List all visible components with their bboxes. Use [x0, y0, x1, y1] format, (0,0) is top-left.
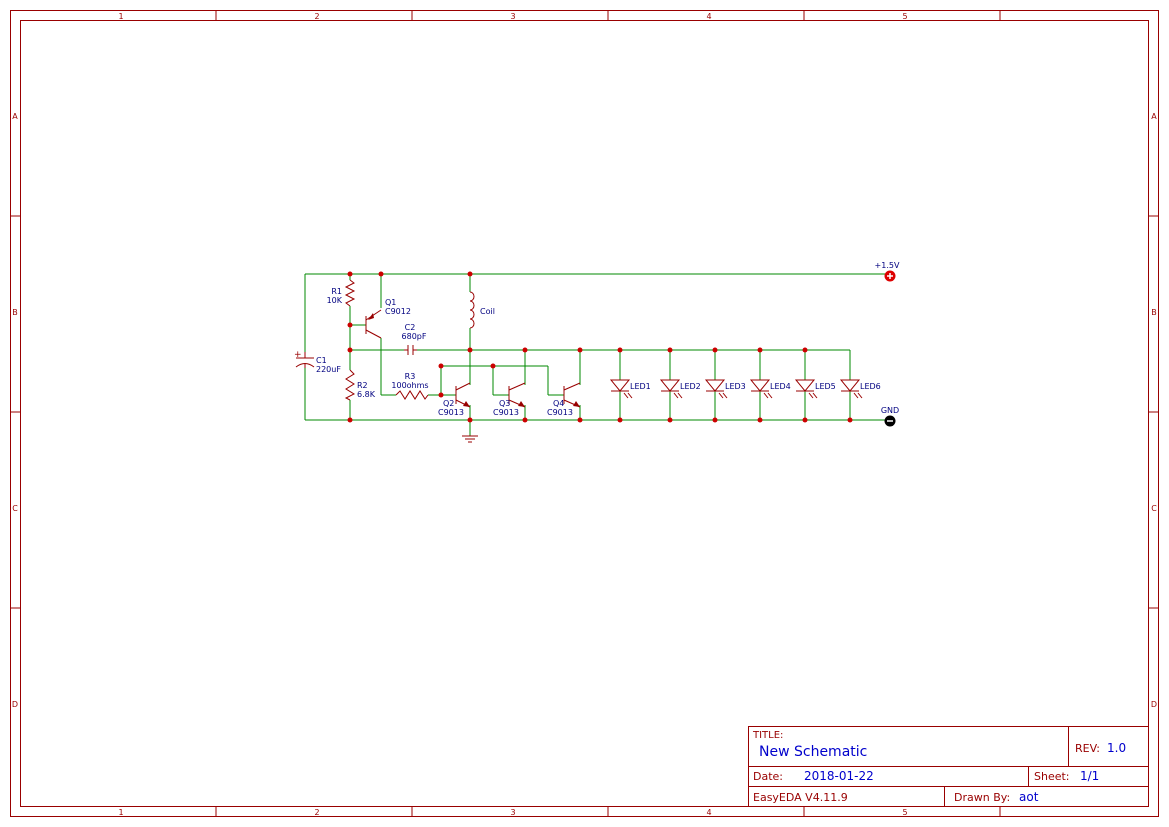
- row-label: D: [12, 700, 18, 709]
- row-label: B: [12, 308, 18, 317]
- transistor-q4: [563, 382, 581, 408]
- resistor-r2: [344, 369, 356, 401]
- ground-symbol: [462, 435, 478, 443]
- led-4: [749, 379, 773, 399]
- resistor-r3: [395, 390, 429, 400]
- column-label: 3: [510, 12, 515, 21]
- column-label: 2: [314, 808, 319, 817]
- transistor-q1: [365, 309, 382, 339]
- sheet-value: 1/1: [1080, 769, 1099, 783]
- r1-ref: R1: [331, 287, 342, 296]
- q1-ref: Q1: [385, 298, 396, 307]
- led6-ref: LED6: [860, 382, 881, 391]
- c2-ref: C2: [405, 323, 416, 332]
- drawn-by-value: aot: [1019, 790, 1039, 804]
- title-block: TITLE: New Schematic REV: 1.0 Date: 2018…: [748, 726, 1149, 807]
- components: [295, 270, 896, 443]
- r1-value: 10K: [327, 296, 343, 305]
- inductor-coil: [469, 291, 475, 329]
- column-label: 5: [902, 12, 907, 21]
- c1-ref: C1: [316, 356, 327, 365]
- component-labels: R1 10K R2 6.8K R3 100ohms C1 220uF + C2 …: [294, 261, 900, 417]
- sheet-label: Sheet:: [1034, 770, 1070, 783]
- row-label: D: [1151, 700, 1157, 709]
- transistor-q2: [455, 382, 471, 408]
- tool-version: EasyEDA V4.11.9: [753, 791, 848, 804]
- q4-value: C9013: [547, 408, 573, 417]
- q1-value: C9012: [385, 307, 411, 316]
- gnd-flag-icon: [884, 415, 896, 427]
- row-label: A: [12, 112, 18, 121]
- c1-polarity: +: [294, 350, 302, 360]
- led3-ref: LED3: [725, 382, 746, 391]
- column-label: 5: [902, 808, 907, 817]
- title-label: TITLE:: [752, 730, 783, 741]
- q2-ref: Q2: [443, 399, 454, 408]
- column-label: 1: [118, 12, 123, 21]
- r2-value: 6.8K: [357, 390, 376, 399]
- column-label: 3: [510, 808, 515, 817]
- c1-value: 220uF: [316, 365, 341, 374]
- coil-ref: Coil: [480, 307, 495, 316]
- gnd-label: GND: [881, 406, 899, 415]
- r2-ref: R2: [357, 381, 368, 390]
- wires: [304, 273, 888, 436]
- schematic-title: New Schematic: [759, 744, 867, 760]
- q3-value: C9013: [493, 408, 519, 417]
- vcc-label: +1.5V: [875, 261, 900, 270]
- row-label: B: [1151, 308, 1157, 317]
- drawing-frame: [10, 10, 1159, 817]
- column-label: 2: [314, 12, 319, 21]
- led-1: [609, 379, 633, 399]
- transistor-q3: [508, 382, 526, 408]
- junctions: [347, 271, 853, 423]
- column-label: 4: [706, 12, 711, 21]
- row-label: C: [1151, 504, 1157, 513]
- q3-ref: Q3: [499, 399, 510, 408]
- drawn-by-label: Drawn By:: [954, 791, 1010, 804]
- row-label: C: [12, 504, 18, 513]
- column-label: 4: [706, 808, 711, 817]
- r3-ref: R3: [405, 372, 416, 381]
- resistor-r1: [344, 279, 356, 307]
- led4-ref: LED4: [770, 382, 791, 391]
- rev-label: REV:: [1075, 742, 1100, 755]
- q2-value: C9013: [438, 408, 464, 417]
- led-5: [794, 379, 818, 399]
- led-3: [704, 379, 728, 399]
- led1-ref: LED1: [630, 382, 651, 391]
- c2-value: 680pF: [402, 332, 427, 341]
- vcc-flag-icon: [884, 270, 896, 282]
- led2-ref: LED2: [680, 382, 701, 391]
- date-label: Date:: [753, 770, 783, 783]
- column-label: 1: [118, 808, 123, 817]
- r3-value: 100ohms: [391, 381, 428, 390]
- capacitor-c1: [295, 352, 315, 368]
- led-2: [659, 379, 683, 399]
- rev-value: 1.0: [1107, 741, 1126, 755]
- q4-ref: Q4: [553, 399, 564, 408]
- zone-labels: 1 2 3 4 5 1 2 3 4 5 A B C D A B C D: [12, 12, 1157, 817]
- led5-ref: LED5: [815, 382, 836, 391]
- date-value: 2018-01-22: [804, 769, 874, 783]
- row-label: A: [1151, 112, 1157, 121]
- led-6: [839, 379, 863, 399]
- capacitor-c2: [404, 345, 417, 355]
